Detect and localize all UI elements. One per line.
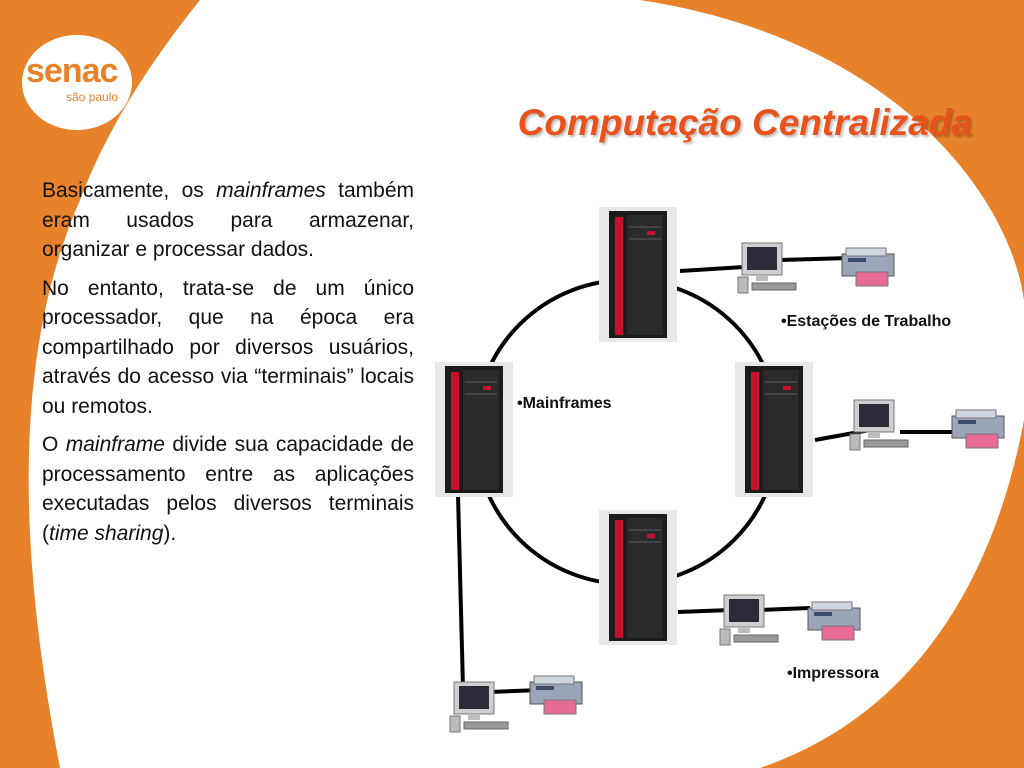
mainframe-server-right [734,361,814,498]
printer-icon [841,247,895,287]
label-mainframes: •Mainframes [517,395,612,412]
paragraph-1: Basicamente, os mainframes também eram u… [42,179,414,261]
paragraph-3: O mainframe divide sua capacidade de pro… [42,433,415,545]
printer-icon [807,601,861,641]
printer-icon [529,675,583,715]
logo-text: senac [26,52,118,90]
paragraph-2: No entanto, trata-se de um único process… [42,276,414,418]
mainframe-server-left [434,361,514,498]
mainframe-server-bottom [598,509,678,646]
workstation-icon [737,242,797,294]
slide-title: Computação Centralizada [517,102,972,143]
body-text: Basicamente, os mainframes também eram u… [42,176,414,557]
label-printer: •Impressora [787,665,879,682]
label-workstations: •Estações de Trabalho [781,313,952,330]
workstation-icon [849,399,909,451]
senac-logo [22,35,132,130]
printer-icon [951,409,1005,449]
mainframe-server-top [598,206,678,343]
logo-subtext: são paulo [66,90,119,104]
workstation-icon [719,594,779,646]
workstation-icon [449,681,509,733]
